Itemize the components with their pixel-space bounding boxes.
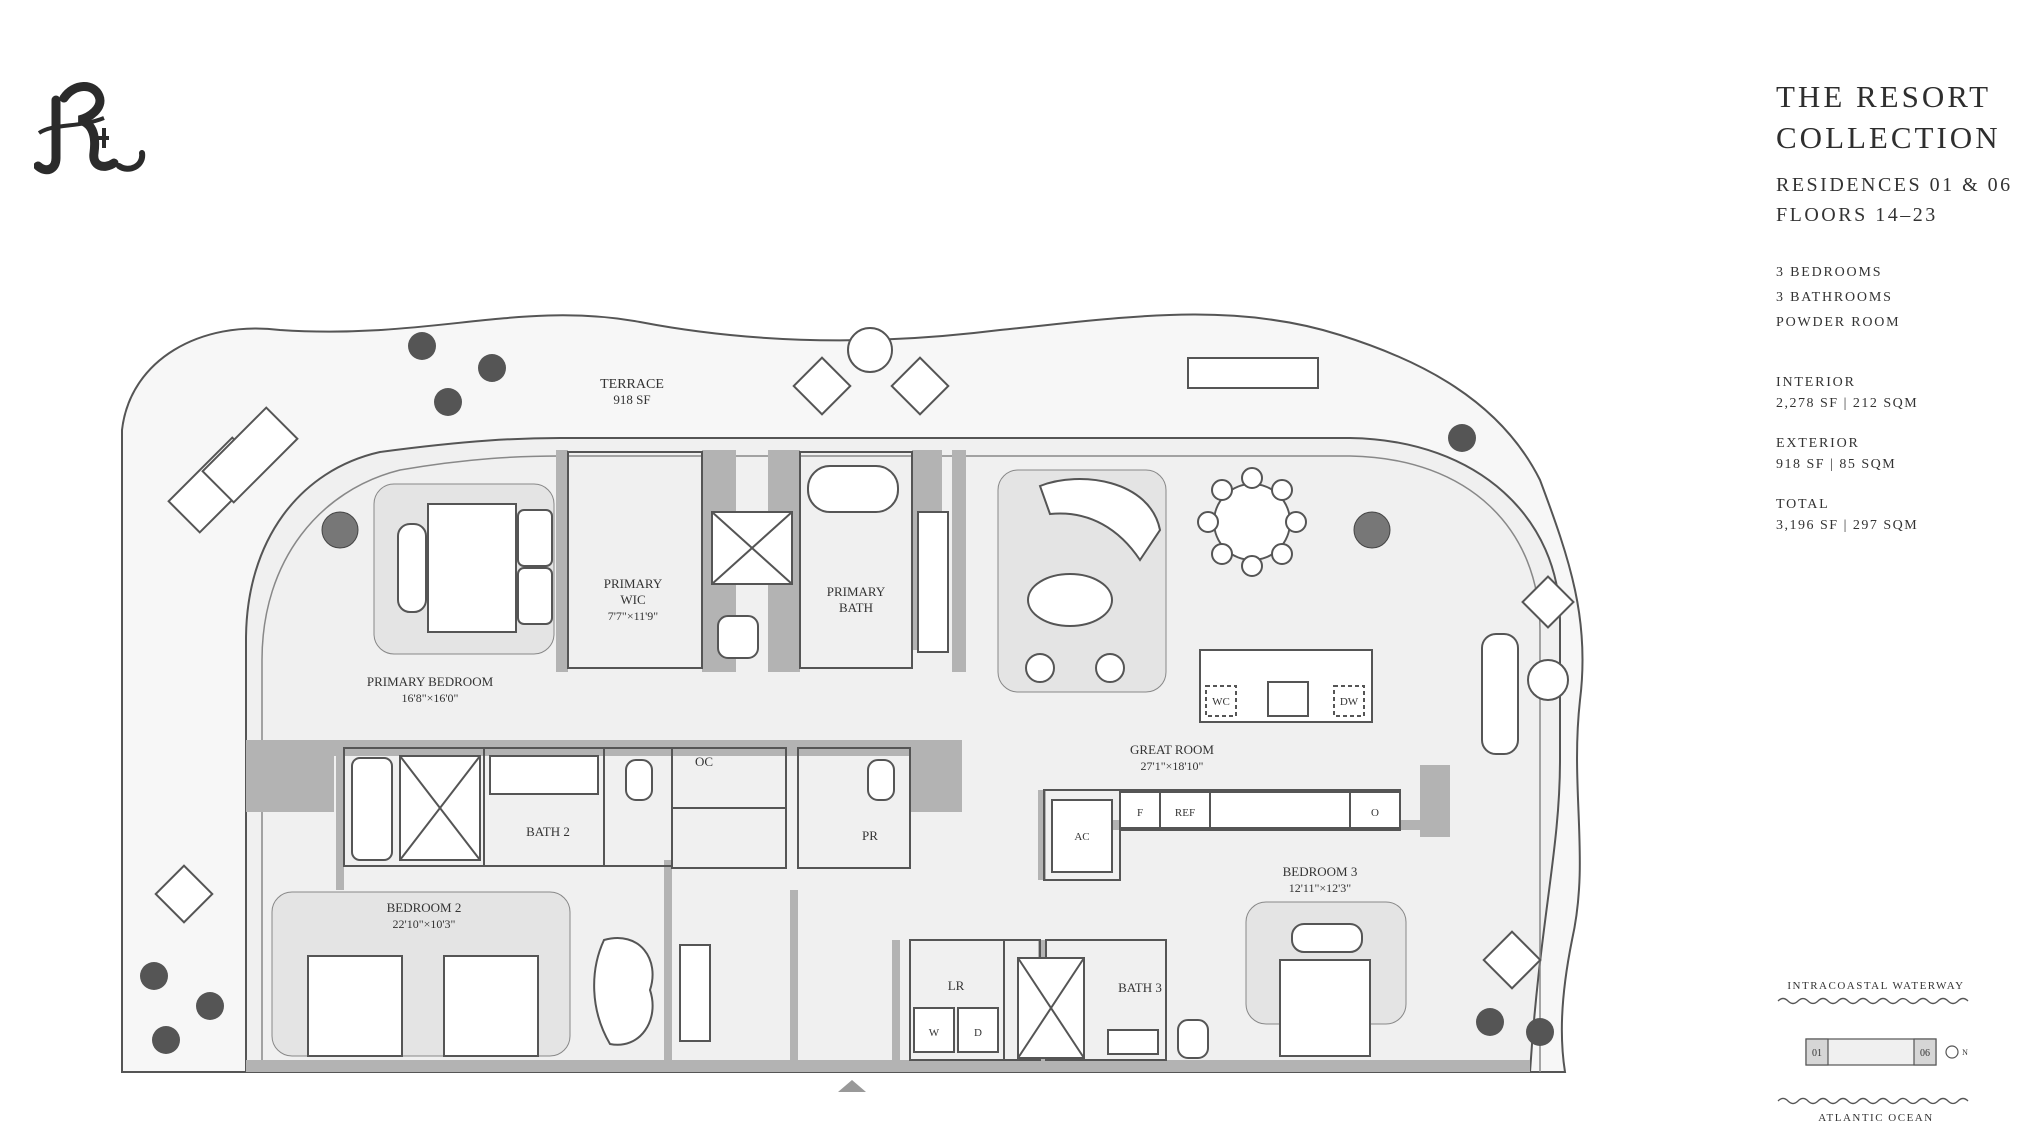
bedroom-3-label: BEDROOM 3 [1283, 864, 1358, 879]
primary-bath-fixtures [711, 465, 949, 659]
kitchen-island [1199, 649, 1373, 723]
f-label: F [1137, 807, 1143, 819]
bath-2-label: BATH 2 [526, 824, 570, 839]
feature-bathrooms: 3 BATHROOMS [1776, 290, 1893, 305]
pr-label: PR [862, 828, 878, 843]
living-furniture [1025, 478, 1162, 683]
atlantic-label: ATLANTIC OCEAN [1818, 1112, 1933, 1124]
bath-2-fixtures [351, 755, 895, 861]
bedroom-2-label: BEDROOM 2 [387, 900, 462, 915]
bedroom-2-beds [307, 937, 711, 1057]
total-value: 3,196 SF | 297 SQM [1776, 518, 1919, 533]
bath-3-fixtures [913, 957, 1209, 1059]
feature-bedrooms: 3 BEDROOMS [1776, 265, 1883, 280]
floors-text: FLOORS 14–23 [1776, 204, 1938, 226]
terrace-size: 918 SF [613, 392, 650, 407]
bath-3-label: BATH 3 [1118, 980, 1162, 995]
info-panel: THE RESORT COLLECTION RESIDENCES 01 & 06… [1776, 76, 2026, 556]
unit-01-label: 01 [1812, 1048, 1822, 1059]
w-label: W [929, 1027, 940, 1039]
primary-wic-label: PRIMARY [604, 576, 663, 591]
partition-lines [343, 451, 1401, 1061]
brand-logo [34, 82, 146, 175]
residences-text: RESIDENCES 01 & 06 [1776, 174, 2013, 196]
kitchen-counter [1051, 791, 1401, 873]
interior-value: 2,278 SF | 212 SQM [1776, 396, 1919, 411]
floor-plan: TERRACE 918 SF PRIMARY BEDROOM 16'8"×16'… [121, 313, 1584, 1092]
residences-line: RESIDENCES 01 & 06 FLOORS 14–23 [1776, 170, 2026, 230]
ac-label: AC [1074, 831, 1089, 843]
oc-label: OC [695, 754, 713, 769]
primary-bath-label: PRIMARY [827, 584, 886, 599]
bedroom-3-size: 12'11"×12'3" [1289, 881, 1352, 895]
features-list: 3 BEDROOMS 3 BATHROOMS POWDER ROOM [1776, 260, 2026, 335]
o-label: O [1371, 807, 1379, 819]
dining-table [1197, 467, 1307, 577]
primary-bed [397, 503, 553, 633]
dw-label: DW [1340, 696, 1359, 708]
primary-bedroom-label: PRIMARY BEDROOM [367, 674, 494, 689]
exterior-value: 918 SF | 85 SQM [1776, 457, 1897, 472]
terrace-label: TERRACE [600, 377, 664, 392]
primary-bath-label-2: BATH [839, 600, 873, 615]
intracoastal-label: INTRACOASTAL WATERWAY [1787, 980, 1964, 992]
bedroom-2-size: 22'10"×10'3" [393, 917, 456, 931]
interior-label: INTERIOR [1776, 375, 1856, 390]
great-room-size: 27'1"×18'10" [1141, 759, 1204, 773]
total-label: TOTAL [1776, 497, 1830, 512]
ref-label: REF [1175, 807, 1195, 819]
primary-wic-label-2: WIC [620, 592, 645, 607]
primary-bedroom-size: 16'8"×16'0" [402, 691, 459, 705]
d-label: D [974, 1027, 982, 1039]
area-stats: INTERIOR 2,278 SF | 212 SQM EXTERIOR 918… [1776, 373, 2026, 537]
orientation-key: INTRACOASTAL WATERWAY 01 06 N ATLANTIC O… [1777, 980, 1969, 1124]
title-line-2: COLLECTION [1776, 120, 2001, 155]
north-label: N [1962, 1048, 1968, 1057]
feature-powder-room: POWDER ROOM [1776, 315, 1901, 330]
entry-arrow-icon [838, 1080, 866, 1092]
terrace-furniture [154, 327, 1575, 990]
primary-wic-size: 7'7"×11'9" [608, 609, 659, 623]
wc-label: WC [1212, 696, 1230, 708]
bedroom-3-bed [1279, 923, 1371, 1057]
plants [140, 332, 1554, 1054]
lr-label: LR [948, 978, 965, 993]
unit-06-label: 06 [1920, 1048, 1930, 1059]
title-line-1: THE RESORT [1776, 79, 1992, 114]
exterior-label: EXTERIOR [1776, 436, 1860, 451]
north-arrow-icon [1945, 1045, 1959, 1059]
great-room-label: GREAT ROOM [1130, 742, 1214, 757]
